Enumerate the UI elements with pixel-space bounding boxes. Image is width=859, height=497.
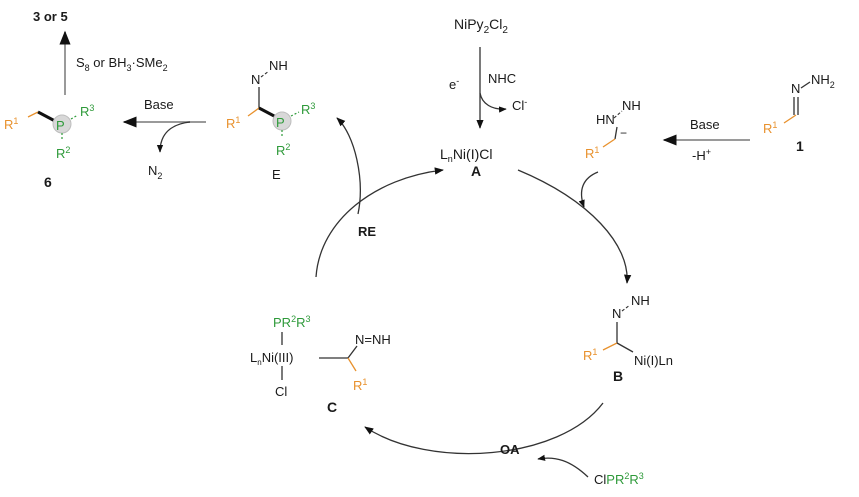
oa-label: OA: [500, 442, 520, 457]
deprotonation-base-label: Base: [690, 117, 720, 132]
svg-text:R1: R1: [585, 145, 599, 161]
derivatization-reagent: S8 or BH3·SMe2: [76, 55, 168, 73]
re-label: RE: [358, 224, 376, 239]
hydrazone-anion: HN NH − R1: [585, 98, 641, 161]
svg-text:1: 1: [796, 138, 804, 154]
svg-text:N=NH: N=NH: [355, 332, 391, 347]
svg-text:R1: R1: [353, 377, 367, 393]
svg-text:Ni(I)Ln: Ni(I)Ln: [634, 353, 673, 368]
svg-text:Cl: Cl: [275, 384, 287, 399]
svg-text:6: 6: [44, 174, 52, 190]
species-e: N NH R1 P R3 R2 E: [226, 58, 315, 182]
cycle-arc-c-to-e-re: [315, 167, 444, 278]
n2-label: N2: [148, 163, 162, 181]
nhc-label: NHC: [488, 71, 516, 86]
hydrazone-1: N NH2 R1 1: [763, 72, 835, 154]
svg-text:R1: R1: [763, 120, 777, 136]
anion-entry-arrow: [578, 171, 599, 208]
svg-text:NH: NH: [269, 58, 288, 73]
species-c: PR2R3 LnNi(III) N=NH R1 Cl C: [250, 314, 391, 415]
svg-text:E: E: [272, 167, 281, 182]
svg-text:R1: R1: [226, 115, 240, 131]
svg-text:R3: R3: [301, 101, 315, 117]
svg-text:PR2R3: PR2R3: [273, 314, 310, 330]
electron-label: e-: [449, 76, 459, 92]
svg-text:NH: NH: [631, 293, 650, 308]
svg-text:P: P: [276, 115, 285, 130]
svg-text:N: N: [791, 81, 800, 96]
svg-text:R1: R1: [4, 116, 18, 132]
species-b: N NH R1 Ni(I)Ln B: [583, 293, 673, 384]
svg-text:N: N: [251, 72, 260, 87]
product-6: R1 P R3 R2 6: [4, 103, 94, 190]
species-a: LnNi(I)Cl A: [440, 146, 492, 179]
chlorophosphine-reagent: ClPR2R3: [594, 471, 644, 487]
svg-text:LnNi(I)Cl: LnNi(I)Cl: [440, 146, 492, 164]
re-branch-arrow-to-e: [336, 117, 361, 215]
svg-text:NH2: NH2: [811, 72, 835, 90]
svg-text:LnNi(III): LnNi(III): [250, 350, 293, 367]
svg-text:A: A: [471, 163, 481, 179]
svg-text:B: B: [613, 368, 623, 384]
denitrogenation-base-label: Base: [144, 97, 174, 112]
svg-text:NiPy2Cl2: NiPy2Cl2: [454, 16, 508, 36]
chloride-label: Cl-: [512, 97, 527, 113]
svg-text:−: −: [620, 126, 627, 140]
svg-text:N: N: [612, 306, 621, 321]
svg-text:HN: HN: [596, 112, 615, 127]
svg-text:R1: R1: [583, 347, 597, 363]
chloride-release-arrow: [479, 92, 507, 113]
svg-text:R2: R2: [276, 142, 290, 158]
svg-text:R2: R2: [56, 145, 70, 161]
svg-text:R3: R3: [80, 103, 94, 119]
cycle-arc-a-to-b: [517, 169, 632, 284]
n2-release-arrow: [156, 121, 191, 153]
svg-text:P: P: [56, 118, 65, 133]
precatalyst-nipy2cl2: NiPy2Cl2: [454, 16, 508, 36]
svg-text:C: C: [327, 399, 337, 415]
derivatization-product: 3 or 5: [33, 9, 68, 24]
cycle-arc-b-to-c-oa: [364, 402, 604, 455]
deprotonation-h-label: -H+: [692, 147, 711, 163]
svg-text:NH: NH: [622, 98, 641, 113]
chlorophosphine-entry-arrow: [537, 454, 589, 478]
